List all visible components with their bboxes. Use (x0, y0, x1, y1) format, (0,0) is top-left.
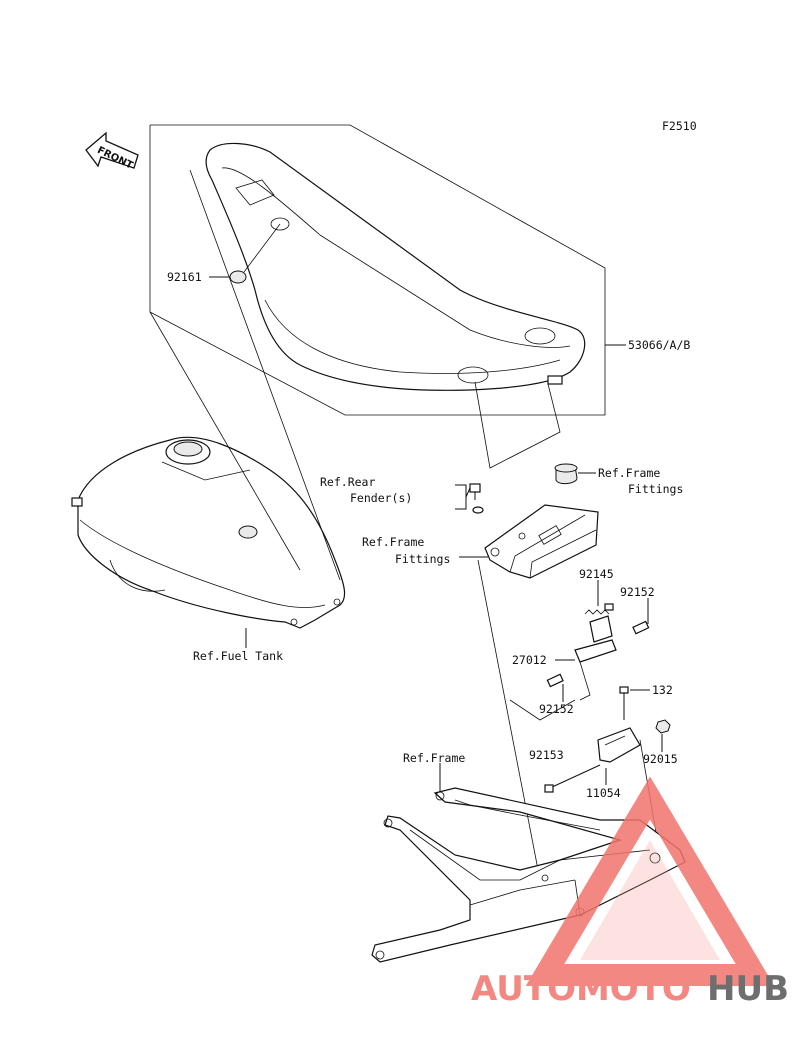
label-ref-rear-fender-1: Ref.Rear (320, 475, 375, 489)
rear-fender-bolts (455, 483, 484, 514)
part-92015 (655, 719, 671, 734)
label-ref-frame-fittings-a-2: Fittings (395, 552, 450, 566)
label-ref-frame: Ref.Frame (403, 751, 465, 765)
watermark-text-part1: AUTOMOTO (471, 969, 691, 1009)
guide-line-1 (189, 169, 341, 581)
label-11054: 11054 (586, 786, 621, 800)
watermark-text-part2: HUB (707, 969, 789, 1009)
part-92152-bottom (546, 673, 564, 688)
seat-mount-lines (474, 381, 561, 469)
fuel-tank (71, 436, 346, 629)
label-ref-frame-fittings-b-1: Ref.Frame (598, 466, 660, 480)
label-ref-frame-fittings-b-2: Fittings (628, 482, 683, 496)
part-92161 (209, 223, 281, 284)
label-92161: 92161 (167, 270, 202, 284)
figure-code: F2510 (662, 119, 697, 133)
label-ref-frame-fittings-a-1: Ref.Frame (362, 535, 424, 549)
label-92015: 92015 (643, 752, 678, 766)
guide-line-3 (477, 559, 541, 881)
seat (205, 142, 586, 391)
part-92145 (584, 603, 614, 615)
label-92145: 92145 (579, 567, 614, 581)
label-ref-fuel-tank: Ref.Fuel Tank (193, 649, 283, 663)
part-92153 (544, 764, 601, 793)
part-11054 (597, 727, 641, 763)
label-27012: 27012 (512, 653, 547, 667)
label-92153: 92153 (529, 748, 564, 762)
part-92152-top (632, 620, 650, 635)
part-27012 (574, 615, 617, 701)
guide-line-2 (149, 311, 301, 571)
seat-cushion (554, 463, 578, 485)
label-53066: 53066/A/B (628, 338, 690, 352)
front-arrow-icon: FRONT (85, 131, 139, 172)
label-92152-top: 92152 (620, 585, 655, 599)
frame-fittings-bracket (484, 504, 599, 579)
part-132 (619, 686, 629, 720)
label-132: 132 (652, 683, 673, 697)
guide-line-4 (509, 699, 576, 721)
automotohub-watermark: AUTOMOTO HUB (471, 776, 789, 1009)
label-ref-rear-fender-2: Fender(s) (350, 491, 412, 505)
